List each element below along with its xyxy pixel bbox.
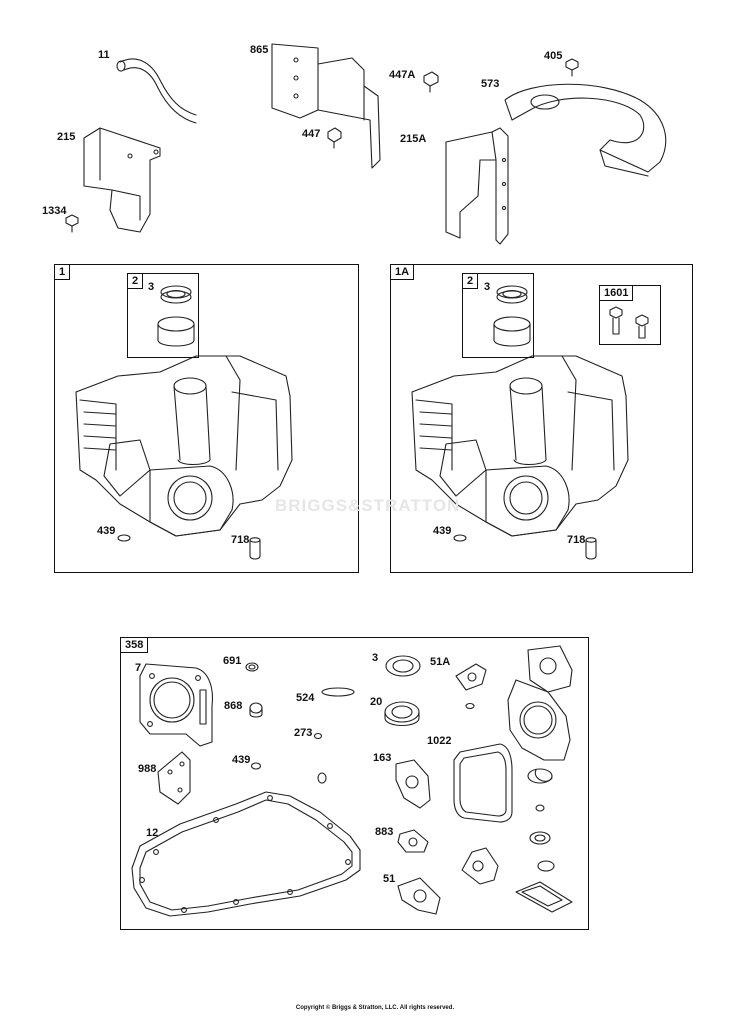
shield-part-215A [445, 127, 509, 245]
bolt-part-1334 [65, 214, 79, 233]
callout-163: 163 [373, 752, 392, 764]
crankcase-gasket-part-12 [131, 791, 361, 917]
callout-273: 273 [294, 727, 313, 739]
assembly-box-1A: 1A [390, 264, 693, 573]
sub-box-2-in-1A: 2 [462, 273, 534, 358]
callout-718-box1A: 718 [567, 534, 586, 546]
bolt-set-part-1601 [609, 306, 649, 339]
callout-3-box1A: 3 [484, 281, 491, 293]
bolt-part-447A [423, 71, 439, 93]
callout-3-box1: 3 [148, 281, 155, 293]
gasket-part-988 [157, 751, 191, 805]
gasket-carb-set [461, 645, 573, 913]
callout-718-box1: 718 [231, 534, 250, 546]
cylinder-block-drawing-1A [411, 355, 629, 537]
seal-bushing-drawing-1A [493, 285, 531, 347]
callout-573: 573 [481, 78, 500, 90]
callout-215: 215 [57, 131, 76, 143]
gasket-part-51A [455, 663, 487, 691]
sub-tag-2-1A: 2 [462, 273, 479, 289]
seal-part-3-gasket-set [385, 655, 421, 677]
baffle-part-573 [504, 83, 667, 177]
bolt-part-405 [565, 58, 579, 77]
sub-box-2-in-1: 2 [127, 273, 199, 358]
assembly-tag-1: 1 [54, 264, 71, 280]
assembly-box-1: 1 [54, 264, 359, 573]
shield-part-865 [271, 43, 381, 169]
sub-box-1601: 1601 [599, 285, 661, 345]
callout-11: 11 [98, 49, 110, 61]
callout-3: 3 [372, 652, 379, 664]
gasket-set-tag-358: 358 [120, 637, 149, 653]
brand-watermark: BRIGGS&STRATTON [275, 496, 461, 515]
sub-tag-2: 2 [127, 273, 144, 289]
gasket-part-163 [395, 759, 431, 809]
callout-215A: 215A [400, 133, 427, 145]
bolt-part-447 [327, 127, 342, 149]
shield-part-215 [83, 127, 161, 233]
seal-part-20 [384, 701, 420, 727]
cylinder-block-drawing-1 [75, 355, 293, 537]
callout-439: 439 [232, 754, 251, 766]
seal-bushing-drawing-1 [157, 285, 195, 347]
washer-part-439-gasket-set [250, 762, 327, 784]
callout-447A: 447A [389, 69, 416, 81]
gasket-part-1022 [453, 743, 513, 823]
callout-988: 988 [138, 763, 157, 775]
callout-447: 447 [302, 128, 321, 140]
seal-part-868 [249, 702, 263, 718]
gasket-set-box-358: 358 [120, 637, 589, 930]
gasket-part-51 [397, 877, 441, 915]
callout-439-box1A: 439 [433, 525, 452, 537]
sub-tag-1601: 1601 [599, 285, 634, 301]
o-ring-part-439-box1A [453, 534, 467, 542]
hose-part-11 [116, 58, 197, 124]
dowel-part-718-box1 [249, 537, 261, 560]
o-ring-part-439-box1 [117, 534, 131, 542]
callout-7: 7 [135, 662, 142, 674]
callout-691: 691 [223, 655, 242, 667]
assembly-tag-1A: 1A [390, 264, 415, 280]
copyright-notice: Copyright © Briggs & Stratton, LLC. All … [295, 1005, 455, 1011]
callout-1334: 1334 [42, 205, 67, 217]
o-ring-part-524 [321, 687, 355, 697]
callout-524: 524 [296, 692, 315, 704]
o-ring-part-273 [313, 732, 323, 740]
callout-868: 868 [224, 700, 243, 712]
head-gasket-part-7 [139, 663, 214, 747]
callout-20: 20 [370, 696, 383, 708]
dowel-part-718-box1A [585, 537, 597, 560]
gasket-part-883 [397, 829, 429, 853]
callout-865: 865 [250, 44, 269, 56]
callout-51A: 51A [430, 656, 451, 668]
callout-51: 51 [383, 873, 396, 885]
callout-12: 12 [146, 827, 159, 839]
callout-405: 405 [544, 50, 563, 62]
callout-1022: 1022 [427, 735, 452, 747]
callout-883: 883 [375, 826, 394, 838]
callout-439-box1: 439 [97, 525, 116, 537]
seal-part-691 [245, 662, 259, 672]
